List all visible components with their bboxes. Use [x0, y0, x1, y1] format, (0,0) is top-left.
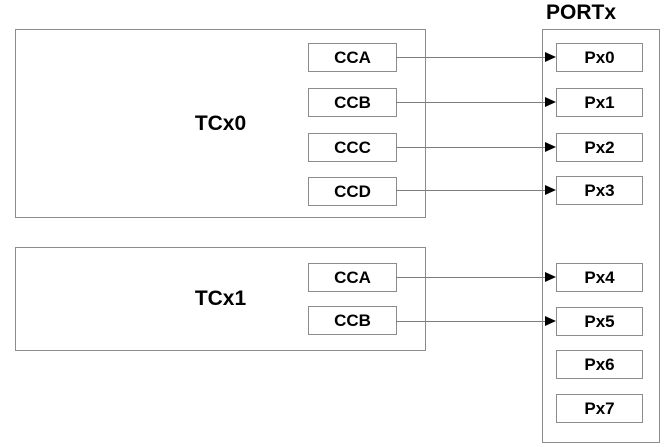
port-pin-px5-box: Px5 [556, 307, 643, 336]
timer-tcx1-box: TCx1 CCA CCB [15, 247, 426, 351]
tcx0-channel-ccd-box: CCD [308, 177, 397, 206]
arrowhead-icon-px2 [545, 142, 556, 152]
tcx1-channel-ccb-box: CCB [308, 306, 397, 335]
connector-line-tcx0-ccb-to-px1 [396, 102, 546, 103]
arrowhead-icon-px3 [545, 185, 556, 195]
timer-tcx0-label: TCx0 [194, 111, 247, 135]
tcx0-channel-ccc-box: CCC [308, 133, 397, 162]
port-box: Px0 Px1 Px2 Px3 Px4 Px5 Px6 Px7 [542, 29, 660, 443]
port-pin-px6-box: Px6 [556, 350, 643, 379]
timer-tcx1-label: TCx1 [194, 287, 247, 310]
port-pin-px4-box: Px4 [556, 263, 643, 292]
connector-line-tcx1-cca-to-px4 [396, 277, 546, 278]
connector-line-tcx0-ccc-to-px2 [396, 147, 546, 148]
port-pin-px0-box: Px0 [556, 43, 643, 72]
arrowhead-icon-px4 [545, 272, 556, 282]
port-title: PORTx [545, 1, 616, 24]
tcx1-channel-cca-box: CCA [308, 263, 397, 292]
port-pin-px7-box: Px7 [556, 394, 643, 423]
tcx0-channel-ccb-box: CCB [308, 88, 397, 117]
port-pin-px3-box: Px3 [556, 176, 643, 205]
arrowhead-icon-px5 [545, 316, 556, 326]
port-pin-px1-box: Px1 [556, 88, 643, 117]
arrowhead-icon-px0 [545, 52, 556, 62]
port-pin-px2-box: Px2 [556, 133, 643, 162]
timer-tcx0-box: TCx0 CCA CCB CCC CCD [15, 29, 426, 218]
connector-line-tcx0-cca-to-px0 [396, 57, 546, 58]
tcx0-channel-cca-box: CCA [308, 43, 397, 72]
arrowhead-icon-px1 [545, 97, 556, 107]
connector-line-tcx0-ccd-to-px3 [396, 190, 546, 191]
connector-line-tcx1-ccb-to-px5 [396, 321, 546, 322]
